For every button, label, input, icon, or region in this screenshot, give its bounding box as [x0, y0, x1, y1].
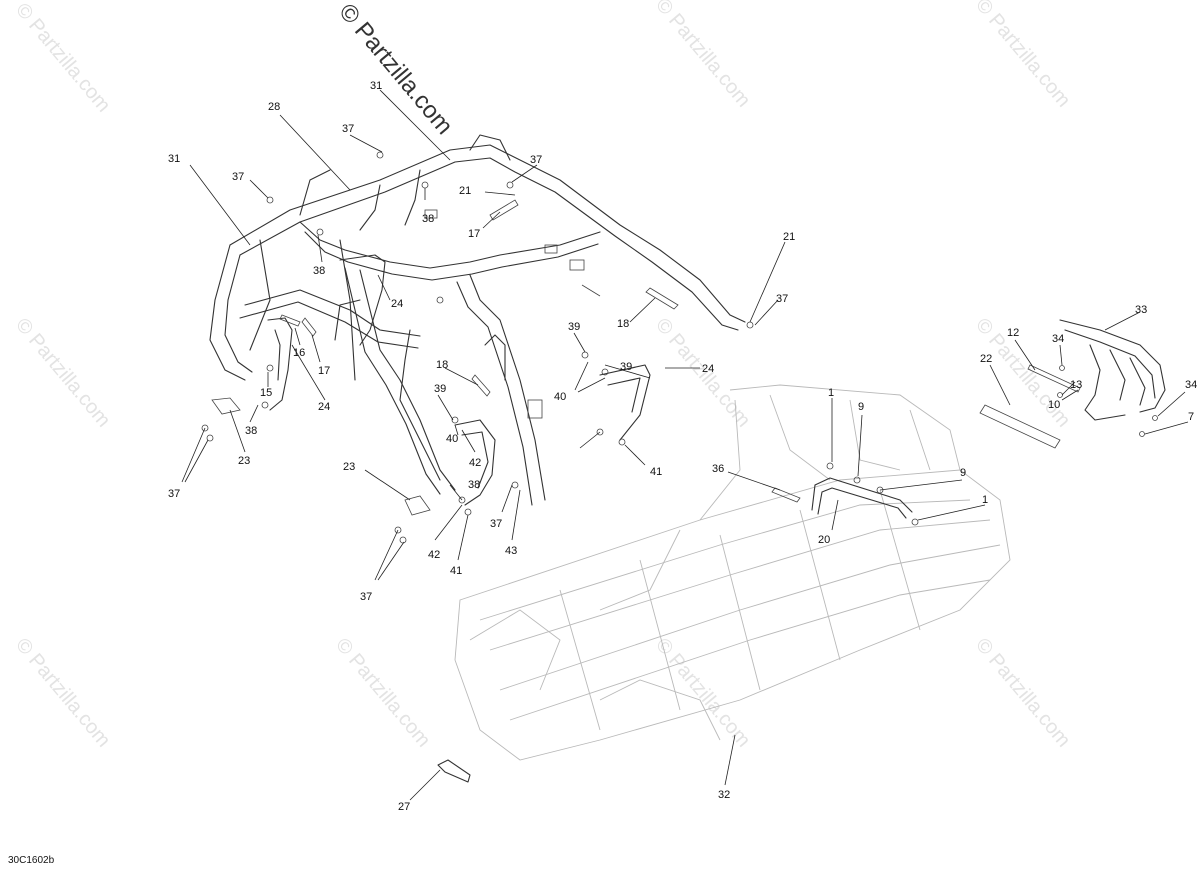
- vehicle-frame-ghost: [454, 384, 1011, 761]
- callout-label: 23: [238, 455, 250, 467]
- callout-labels: 31 28 37 37 37 21 38 17 38 24 16 17 15 3…: [168, 80, 1197, 813]
- callout-label: 38: [468, 479, 480, 491]
- watermark-tile: © Partzilla.com: [971, 314, 1074, 431]
- callout-label: 24: [318, 401, 330, 413]
- callout-label: 13: [1070, 379, 1082, 391]
- callout-label: 31: [168, 153, 180, 165]
- callout-label: 37: [232, 171, 244, 183]
- watermark-tile: © Partzilla.com: [651, 0, 754, 111]
- callout-label: 1: [828, 387, 834, 399]
- callout-label: 15: [260, 387, 272, 399]
- callout-label: 24: [702, 363, 714, 375]
- callout-label: 12: [1007, 327, 1019, 339]
- callout-label: 9: [960, 467, 966, 479]
- callout-label: 38: [313, 265, 325, 277]
- callout-label: 42: [469, 457, 481, 469]
- watermark-tile: © Partzilla.com: [971, 634, 1074, 751]
- callout-label: 27: [398, 801, 410, 813]
- callout-label: 20: [818, 534, 830, 546]
- callout-label: 37: [342, 123, 354, 135]
- callout-label: 37: [360, 591, 372, 603]
- callout-label: 17: [318, 365, 330, 377]
- callout-label: 41: [450, 565, 462, 577]
- watermark-tiles: © Partzilla.com © Partzilla.com © Partzi…: [11, 0, 1074, 751]
- callout-label: 37: [490, 518, 502, 530]
- callout-label: 34: [1052, 333, 1064, 345]
- bar-20: [771, 462, 919, 526]
- callout-label: 38: [245, 425, 257, 437]
- callout-label: 34: [1185, 379, 1197, 391]
- callout-label: 40: [554, 391, 566, 403]
- callout-label: 21: [783, 231, 795, 243]
- callout-label: 43: [505, 545, 517, 557]
- callout-label: 41: [650, 466, 662, 478]
- watermark-main: © Partzilla.com: [333, 0, 458, 140]
- callout-label: 39: [434, 383, 446, 395]
- callout-label: 22: [980, 353, 992, 365]
- callout-label: 39: [620, 361, 632, 373]
- callout-label: 36: [712, 463, 724, 475]
- callout-label: 7: [1188, 411, 1194, 423]
- watermark-tile: © Partzilla.com: [971, 0, 1074, 111]
- callout-label: 33: [1135, 304, 1147, 316]
- callout-label: 18: [436, 359, 448, 371]
- grab-bars: [267, 254, 651, 506]
- callout-label: 28: [268, 101, 280, 113]
- callout-label: 9: [858, 401, 864, 413]
- callout-label: 10: [1048, 399, 1060, 411]
- watermark-tile: © Partzilla.com: [11, 634, 114, 751]
- callout-label: 17: [468, 228, 480, 240]
- callout-label: 18: [617, 318, 629, 330]
- watermark-tile: © Partzilla.com: [331, 634, 434, 751]
- callout-label: 23: [343, 461, 355, 473]
- callout-label: 37: [168, 488, 180, 500]
- callout-label: 37: [530, 154, 542, 166]
- watermark-tile: © Partzilla.com: [11, 0, 114, 116]
- callout-label: 42: [428, 549, 440, 561]
- leader-lines: [181, 89, 1189, 801]
- diagram-code: 30C1602b: [8, 855, 55, 866]
- callout-label: 38: [422, 213, 434, 225]
- roll-cage: [209, 134, 746, 506]
- watermark-tile: © Partzilla.com: [651, 634, 754, 751]
- part-27: [437, 759, 471, 783]
- callout-label: 39: [568, 321, 580, 333]
- hardware: [201, 151, 754, 544]
- callout-label: 31: [370, 80, 382, 92]
- callout-label: 1: [982, 494, 988, 506]
- callout-label: 37: [776, 293, 788, 305]
- callout-label: 21: [459, 185, 471, 197]
- callout-label: 24: [391, 298, 403, 310]
- callout-label: 40: [446, 433, 458, 445]
- callout-label: 16: [293, 347, 305, 359]
- callout-label: 32: [718, 789, 730, 801]
- watermark-tile: © Partzilla.com: [11, 314, 114, 431]
